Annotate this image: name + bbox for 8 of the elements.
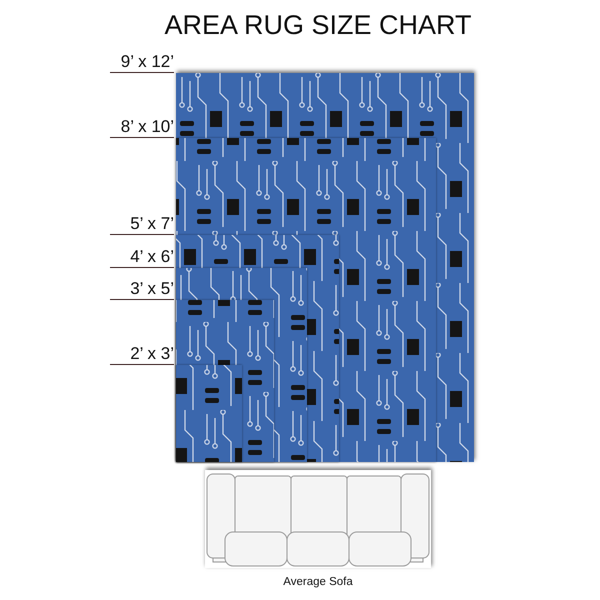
sofa-label: Average Sofa	[282, 576, 354, 588]
size-label: 2’ x 3’	[110, 344, 174, 365]
size-label: 8’ x 10’	[110, 117, 174, 138]
size-label: 9’ x 12’	[110, 52, 174, 73]
size-label: 5’ x 7’	[110, 214, 174, 235]
size-label: 3’ x 5’	[110, 279, 174, 300]
size-label: 4’ x 6’	[110, 247, 174, 268]
chart-title: AREA RUG SIZE CHART	[163, 10, 473, 41]
